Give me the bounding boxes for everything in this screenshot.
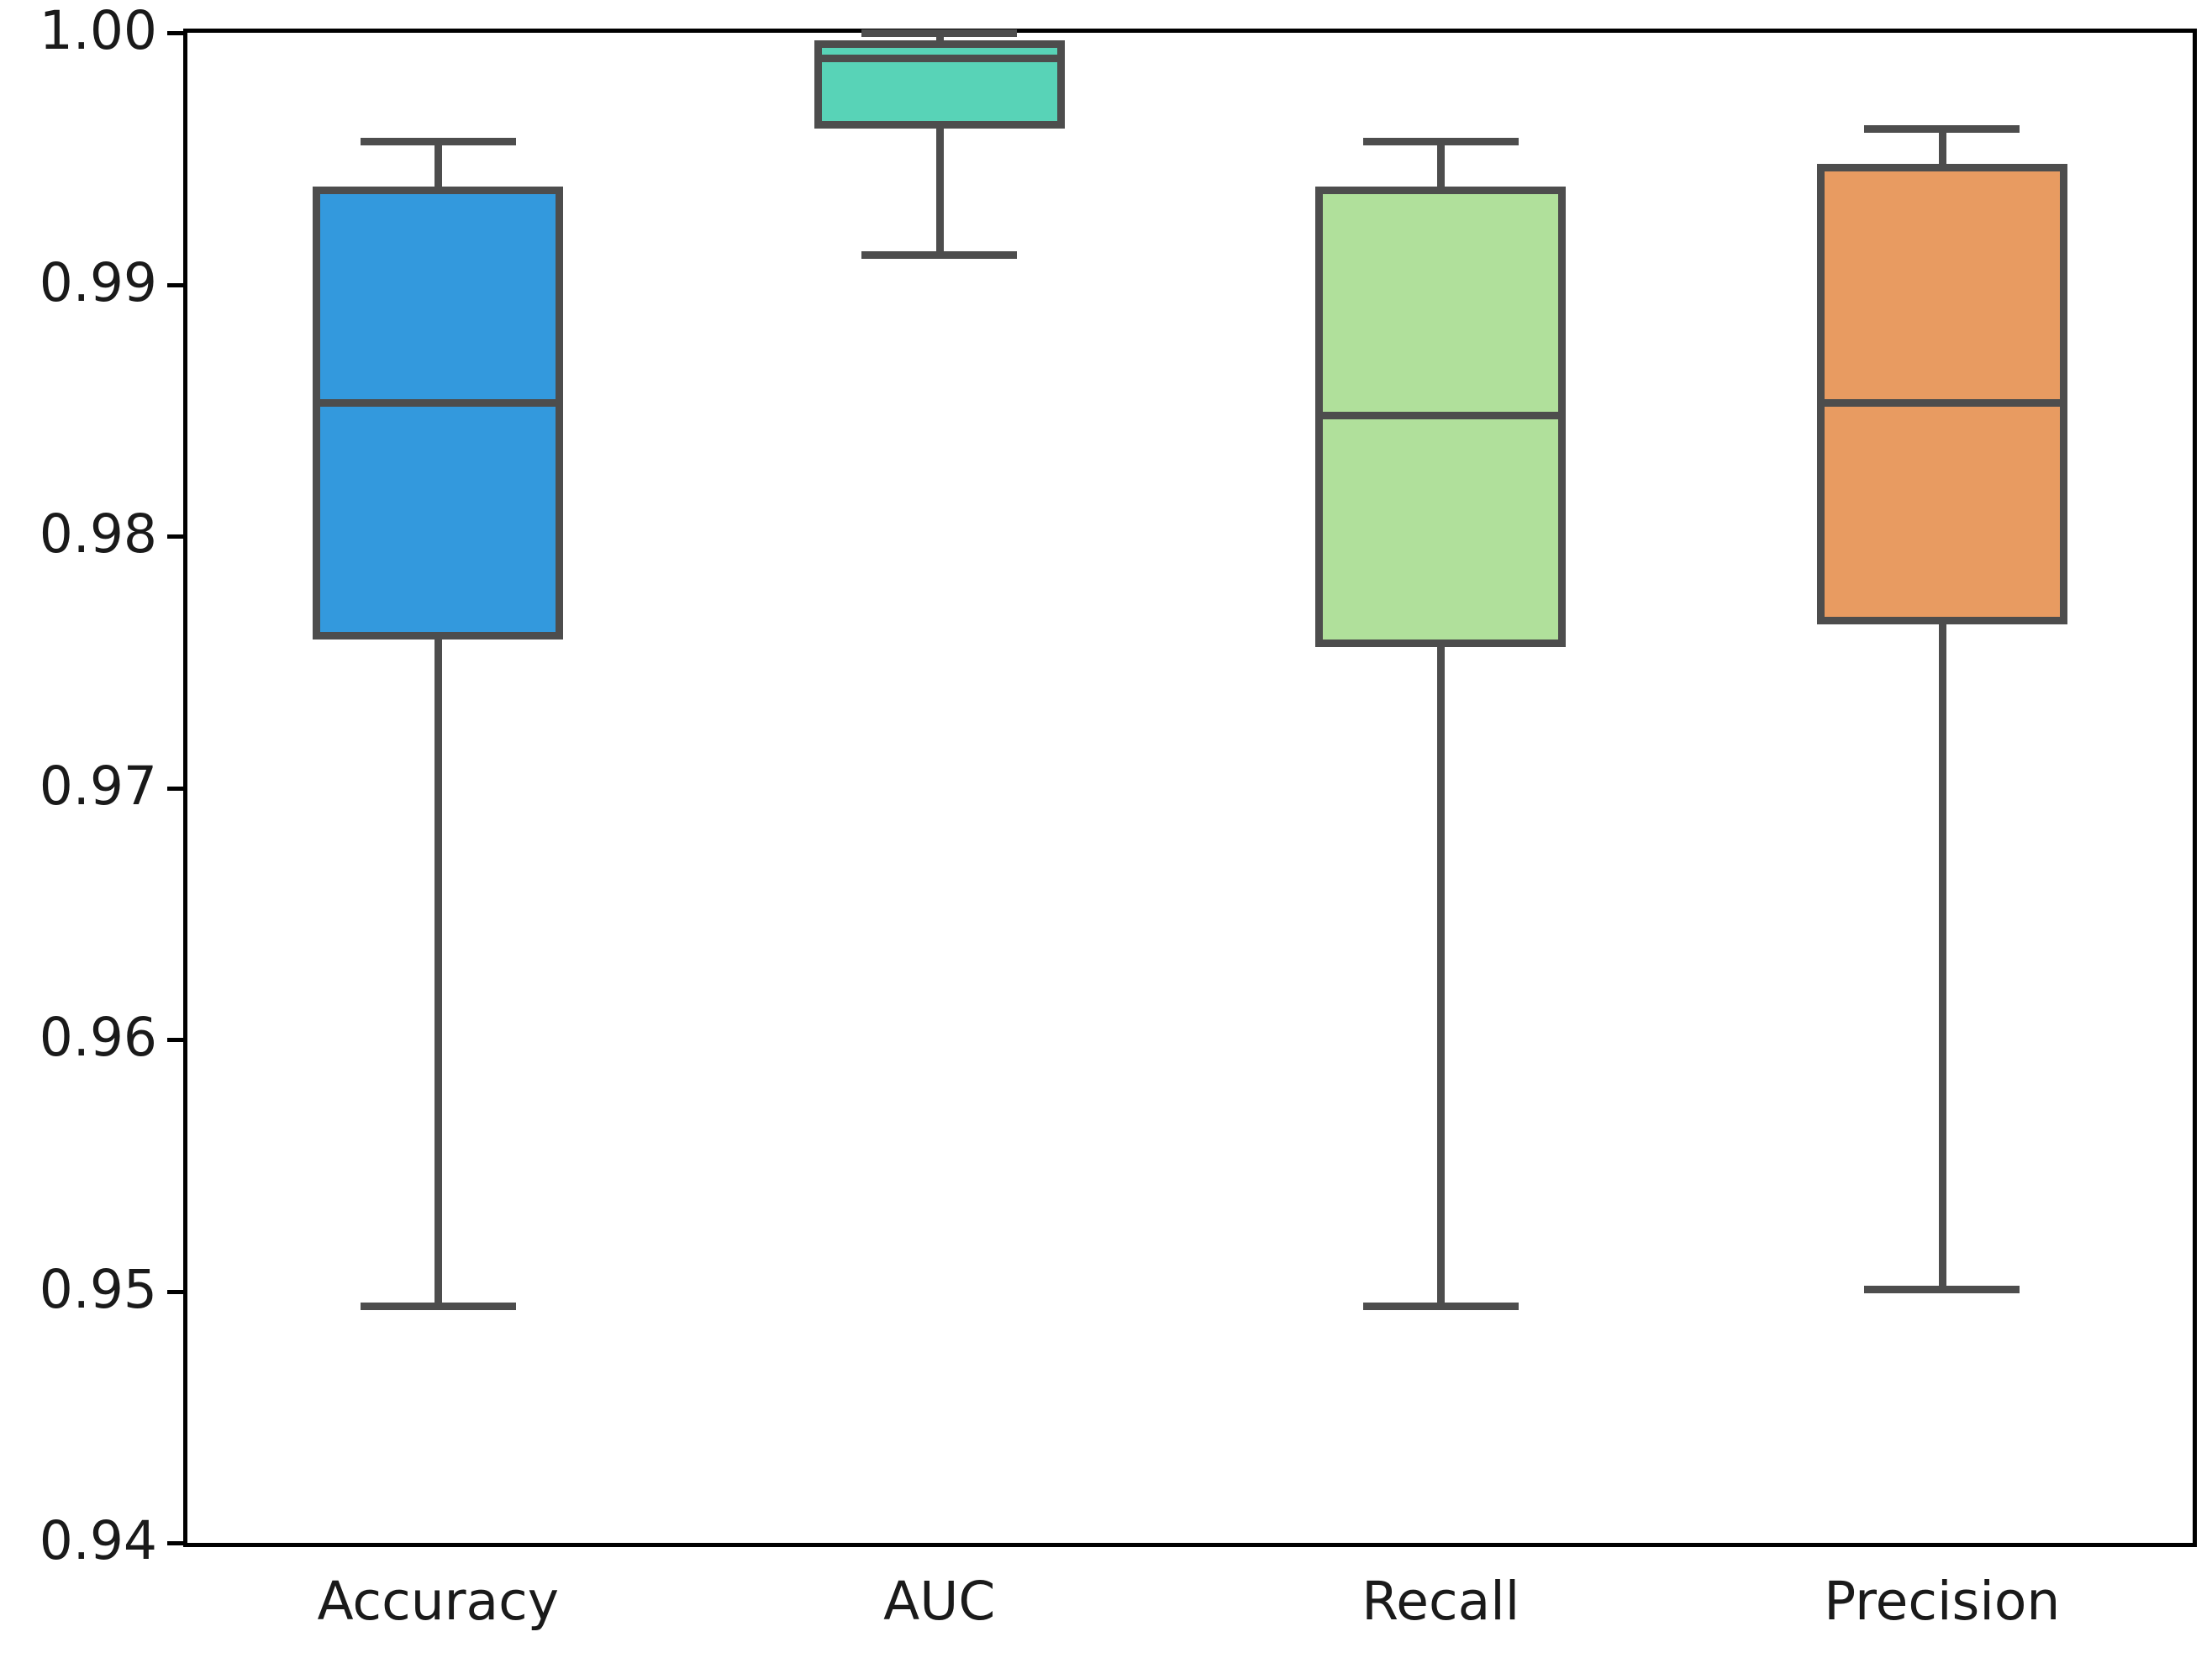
box-rectangle (1816, 163, 2067, 624)
lower-whisker-line (1938, 624, 1946, 1289)
box-rectangle (313, 186, 564, 640)
box-accuracy (313, 33, 564, 1543)
y-tick-label: 0.99 (39, 251, 157, 313)
median-line (1315, 412, 1567, 420)
lower-whisker-line (434, 639, 443, 1307)
upper-whisker-cap (1362, 137, 1519, 145)
y-tick-mark (167, 282, 186, 287)
lower-whisker-cap (1362, 1303, 1519, 1311)
upper-whisker-line (1938, 128, 1946, 164)
lower-whisker-line (1437, 646, 1446, 1307)
median-line (1816, 399, 2067, 408)
upper-whisker-cap (1864, 124, 2020, 133)
y-tick-mark (167, 1541, 186, 1545)
x-tick-label-recall: Recall (1361, 1571, 1520, 1632)
lower-whisker-line (935, 128, 944, 255)
lower-whisker-cap (360, 1303, 516, 1311)
x-tick-label-accuracy: Accuracy (317, 1571, 560, 1632)
upper-whisker-line (434, 140, 443, 187)
box-rectangle (814, 39, 1065, 129)
y-tick-mark (167, 1038, 186, 1042)
y-tick-mark (167, 786, 186, 791)
median-line (313, 399, 564, 408)
y-tick-label: 0.97 (39, 755, 157, 817)
upper-whisker-line (1437, 140, 1446, 187)
x-tick-label-precision: Precision (1824, 1571, 2061, 1632)
y-tick-label: 0.94 (39, 1510, 157, 1571)
upper-whisker-cap (861, 29, 1018, 37)
y-tick-mark (167, 534, 186, 539)
upper-whisker-cap (360, 137, 516, 145)
y-tick-label: 0.96 (39, 1007, 157, 1068)
lower-whisker-cap (861, 250, 1018, 259)
y-tick-label: 1.00 (39, 0, 157, 61)
box-precision (1816, 33, 2067, 1543)
box-recall (1315, 33, 1567, 1543)
x-tick-label-auc: AUC (883, 1571, 996, 1632)
y-tick-label: 0.95 (39, 1258, 157, 1320)
median-line (814, 54, 1065, 62)
lower-whisker-cap (1864, 1285, 2020, 1293)
y-tick-label: 0.98 (39, 503, 157, 565)
box-auc (814, 29, 1065, 1543)
y-tick-mark (167, 31, 186, 35)
y-tick-mark (167, 1289, 186, 1294)
